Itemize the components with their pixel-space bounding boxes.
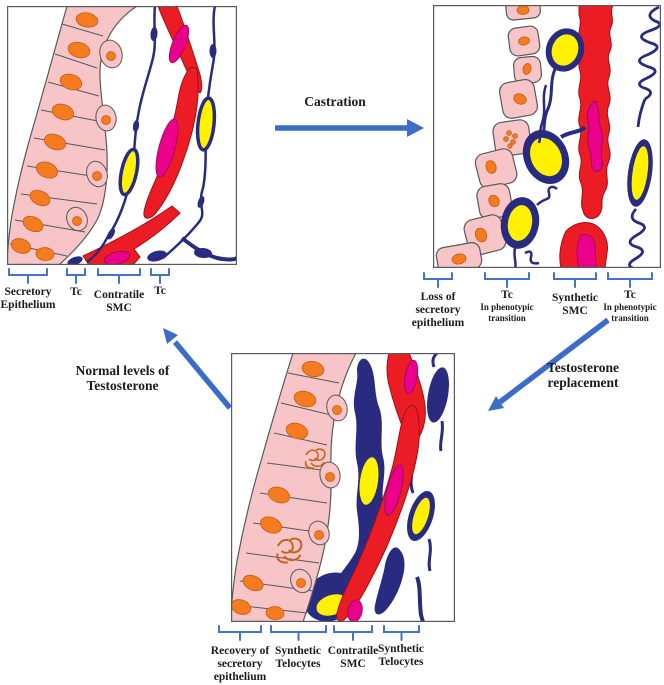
label-recovery-epithelium: Recovery of secretory epithelium (210, 645, 270, 683)
panel-border (7, 6, 237, 265)
loss-of-epithelium-cells (435, 5, 543, 268)
smooth-muscle-cells (82, 6, 203, 265)
bracket-recovery-epithelium (218, 625, 262, 641)
bracket-contratile-smc (97, 268, 141, 284)
label-contratile-smc: Contratile SMC (93, 289, 145, 314)
castration-arrow (275, 119, 424, 137)
epithelium-nuclei (231, 360, 342, 620)
telocyte-strands (67, 6, 237, 265)
label-loss-epithelium: Loss of secretory epithelium (411, 291, 465, 329)
testosterone-replacement-arrow (488, 317, 610, 411)
bracket-tc-transition-2 (607, 272, 653, 288)
telocytes-in-transition (500, 5, 661, 268)
epithelium-nuclei (451, 5, 532, 265)
normal-levels-label: Normal levels of Testosterone (75, 363, 170, 393)
bracket-synthetic-telocytes-1 (270, 625, 327, 641)
bracket-tc-1 (66, 268, 86, 284)
label-secretory-epithelium: Secretory Epithelium (0, 286, 56, 311)
bracket-tc-transition-1 (484, 272, 530, 288)
synthetic-smc (559, 5, 614, 268)
label-synthetic-smc: Synthetic SMC (552, 292, 598, 317)
panel-border (231, 353, 455, 622)
mitotic-figures (276, 448, 326, 564)
castration-label: Castration (304, 94, 366, 109)
recovered-tissue-illustration (231, 353, 455, 622)
bracket-loss-epithelium (423, 272, 453, 288)
label-tc-transition-2: Tc In phenotypic transition (603, 289, 657, 323)
bracket-synthetic-smc (553, 272, 597, 288)
normal-tissue-illustration (7, 6, 237, 265)
castrated-tissue-illustration (433, 5, 661, 268)
label-synthetic-telocytes-1: Synthetic Telocytes (275, 645, 321, 670)
normal-levels-arrow (163, 328, 233, 410)
bracket-contratile-smc-2 (333, 625, 373, 641)
epithelium-arc (7, 6, 139, 265)
label-synthetic-telocytes-2: Synthetic Telocytes (378, 643, 424, 668)
label-tc-transition-1: Tc In phenotypic transition (480, 289, 534, 323)
telocyte-yellow-bodies (118, 96, 217, 197)
label-contratile-smc-2: Contratile SMC (327, 645, 379, 670)
label-tc-2: Tc (154, 285, 166, 297)
smooth-muscle-cells (336, 353, 426, 622)
label-tc-1: Tc (70, 286, 82, 298)
testosterone-replacement-label: Testosterone replacement (547, 360, 619, 390)
bracket-secretory-epithelium (8, 268, 48, 284)
bracket-synthetic-telocytes-2 (383, 625, 420, 641)
bracket-tc-2 (150, 268, 170, 284)
panel-border (433, 5, 661, 268)
epithelium-nuclei (10, 12, 116, 261)
epithelium-arc (231, 353, 357, 622)
